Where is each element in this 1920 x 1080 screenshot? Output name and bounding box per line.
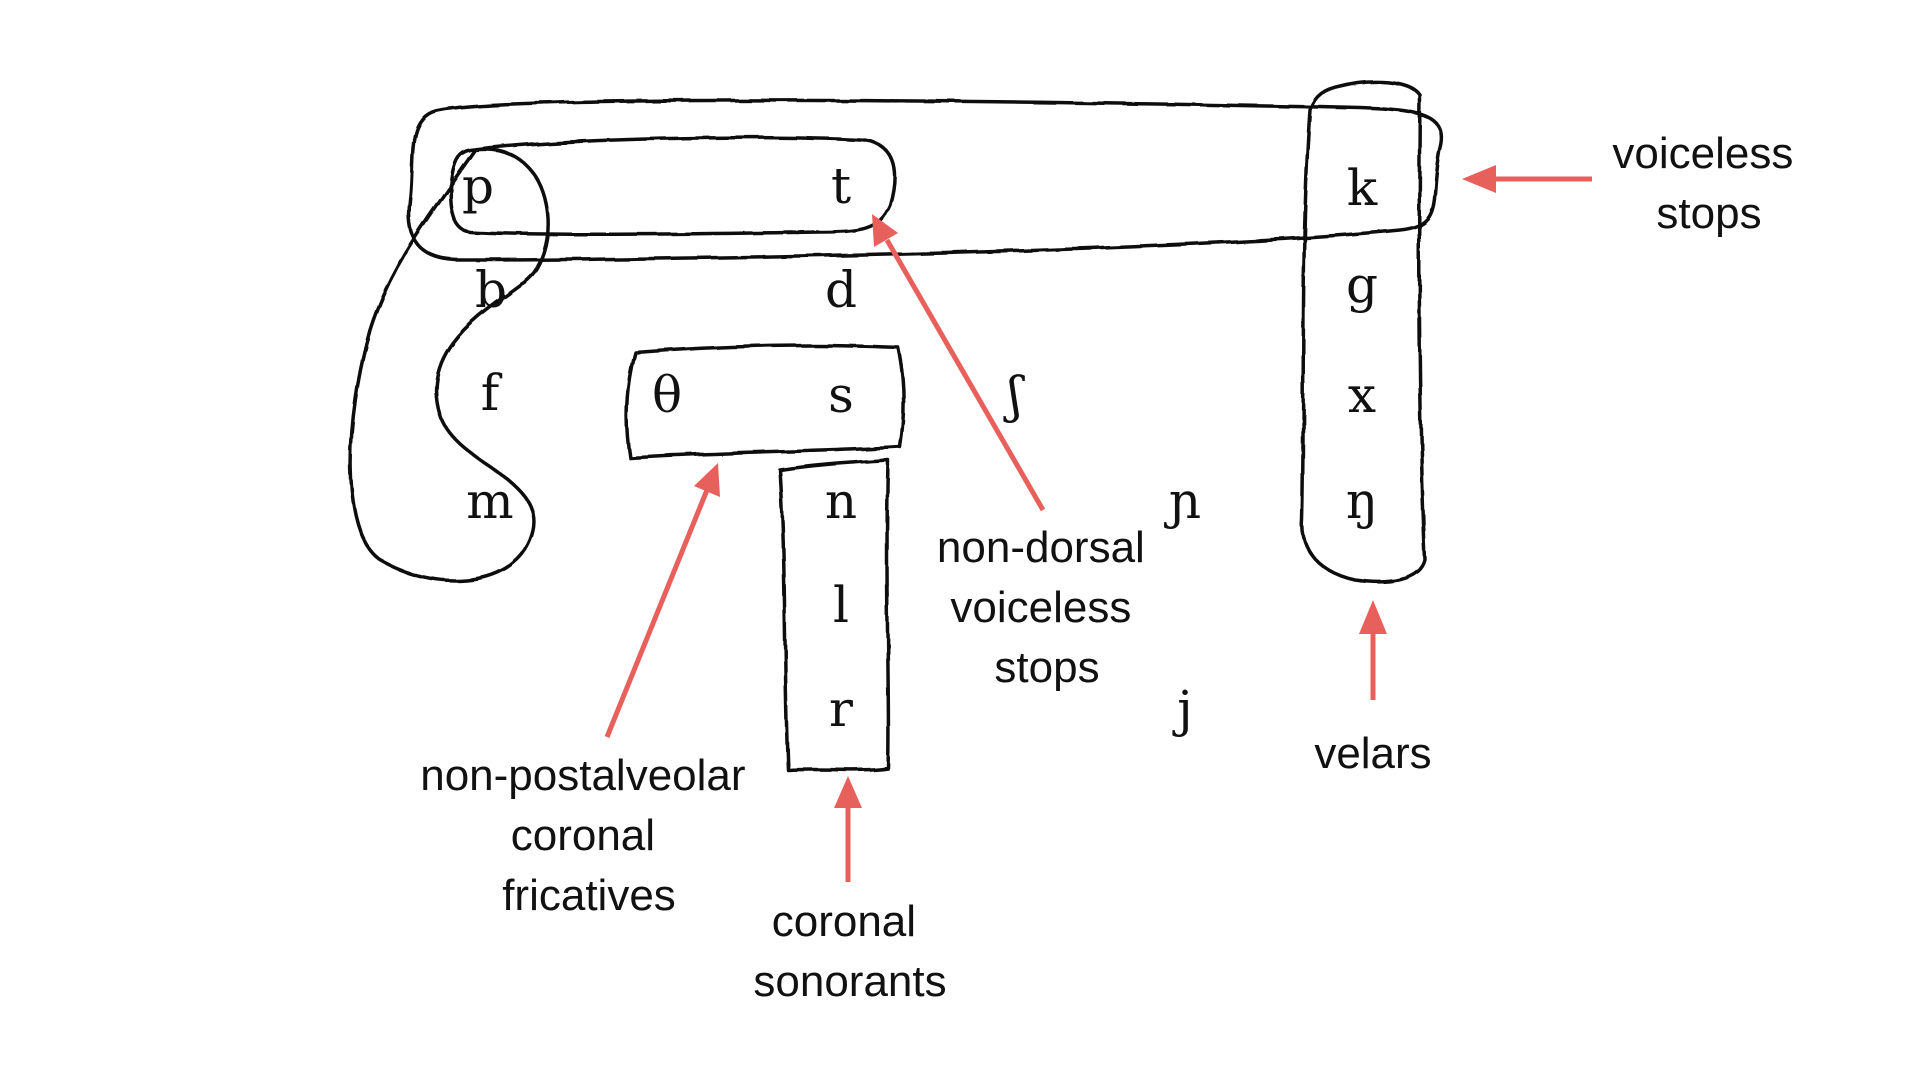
non-dorsal-voiceless-stops-loop [448,135,897,237]
segment-eng: ŋ [1346,472,1378,530]
coronal-sonorants-loop [778,458,891,772]
arrow-non-dorsal-voiceless-stops [872,214,1046,512]
coronal-fricatives-loop [624,343,906,460]
voiceless-stops-loop [407,98,1444,262]
velars-loop [1300,79,1427,584]
segment-l: l [833,576,849,634]
label-voiceless-stops: voiceless stops [1612,129,1805,238]
segment-k: k [1347,159,1378,217]
arrow-voiceless-stops [1462,165,1592,193]
arrow-coronal-sonorants [834,776,862,882]
segment-n: n [825,472,857,530]
label-velars: velars [1314,729,1431,778]
segment-f: f [481,364,503,422]
segment-p: p [462,157,494,215]
segment-m: m [466,472,513,530]
segment-r: r [829,680,853,738]
label-non-postalveolar-coronal-fricatives: non-postalveolar coronal fricatives [420,751,758,920]
segment-esh: ʃ [1003,366,1025,424]
label-coronal-sonorants: coronal sonorants [753,897,946,1006]
label-non-dorsal-voiceless-stops: non-dorsal voiceless stops [937,523,1157,692]
segment-d: d [825,261,857,319]
segment-j: j [1172,680,1193,738]
arrow-coronal-fricatives [604,463,720,738]
segment-palatal-nasal: ɲ [1164,472,1201,530]
segment-x: x [1348,366,1376,424]
labial-loop [348,147,550,583]
segment-t: t [831,157,851,215]
segment-s: s [828,366,854,424]
arrow-velars [1359,600,1387,700]
segment-theta: θ [652,366,682,424]
segment-g: g [1346,256,1378,314]
segment-b: b [475,261,507,319]
